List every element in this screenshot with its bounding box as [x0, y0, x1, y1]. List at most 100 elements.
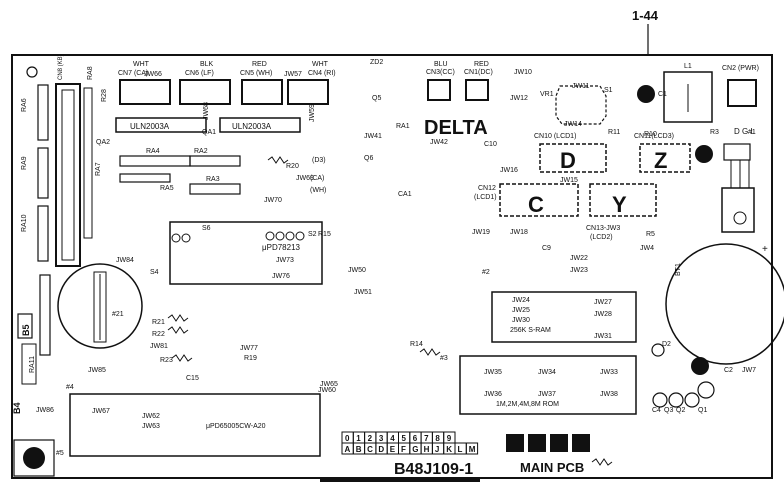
svg-text:S1: S1	[604, 87, 613, 94]
svg-text:D G L: D G L	[734, 127, 755, 136]
svg-text:R28: R28	[101, 89, 108, 102]
svg-text:(LCD2): (LCD2)	[590, 234, 613, 241]
svg-text:C2: C2	[724, 367, 733, 374]
svg-text:JW35: JW35	[484, 369, 502, 376]
svg-text:JW85: JW85	[88, 367, 106, 374]
svg-text:R14: R14	[410, 341, 423, 348]
svg-text:RA9: RA9	[21, 156, 28, 170]
svg-text:CN6 (LF): CN6 (LF)	[185, 70, 214, 77]
svg-text:RED: RED	[252, 61, 267, 68]
svg-text:JW86: JW86	[36, 407, 54, 414]
component-labels: JW66 JW57 JW68 R28 JW59 R20 JW69 JW70 JW…	[36, 59, 756, 414]
svg-text:(D3): (D3)	[312, 157, 326, 164]
capacitor-large-left	[57, 263, 143, 349]
connector-cn4: WHT CN4 (RI)	[287, 61, 336, 105]
lcd-connector-d: D CN10 (LCD1)	[534, 133, 607, 173]
grid-letter: L	[458, 445, 463, 454]
delta-logo: DELTA	[424, 117, 488, 139]
svg-text:VR1: VR1	[540, 91, 554, 98]
svg-text:B4: B4	[12, 402, 22, 414]
svg-text:JW66: JW66	[144, 71, 162, 78]
svg-text:B5: B5	[21, 324, 31, 336]
svg-text:(CA): (CA)	[310, 175, 324, 182]
svg-text:ULN2003A: ULN2003A	[130, 122, 170, 131]
svg-text:CA1: CA1	[398, 191, 412, 198]
lcd-connector-y: Y CN13-JW3 (LCD2)	[586, 183, 657, 241]
side-tag: B5 B4	[12, 313, 37, 414]
resistor-symbols	[167, 156, 613, 466]
svg-text:JW69: JW69	[296, 175, 314, 182]
svg-text:JW37: JW37	[538, 391, 556, 398]
svg-text:#3: #3	[440, 355, 448, 362]
ic-rom: 1M,2M,4M,8M ROM JW35 JW36 JW34 JW37 JW33…	[459, 355, 637, 415]
grid-letter: C	[367, 445, 373, 454]
ic-sram: 256K S-RAM JW24 JW25 JW30 JW27 JW28 JW31	[491, 291, 637, 343]
svg-text:#21: #21	[112, 311, 124, 318]
page-reference: 1-44	[632, 8, 659, 23]
svg-text:CN5 (WH): CN5 (WH)	[240, 70, 272, 77]
svg-text:JW22: JW22	[570, 255, 588, 262]
lcd-connector-z: Z CN11(LCD3)	[634, 133, 691, 173]
svg-text:(WH): (WH)	[310, 187, 326, 194]
svg-text:CN4 (RI): CN4 (RI)	[308, 70, 336, 77]
svg-text:JW59: JW59	[309, 104, 316, 122]
svg-text:WHT: WHT	[312, 61, 329, 68]
svg-text:#5: #5	[56, 450, 64, 457]
svg-text:+: +	[762, 244, 768, 255]
svg-text:R23: R23	[160, 357, 173, 364]
svg-text:S4: S4	[150, 269, 159, 276]
svg-text:JW67: JW67	[92, 408, 110, 415]
connector-cn6: BLK CN6 (LF)	[179, 61, 231, 105]
svg-text:JW23: JW23	[570, 267, 588, 274]
svg-text:R3: R3	[710, 129, 719, 136]
svg-text:RA4: RA4	[146, 148, 160, 155]
svg-text:JW63: JW63	[142, 423, 160, 430]
svg-text:JW16: JW16	[500, 167, 518, 174]
svg-text:BLK: BLK	[200, 61, 214, 68]
svg-text:(LCD1): (LCD1)	[474, 194, 497, 201]
grid-digit: 2	[368, 434, 373, 443]
grid-digit: 7	[424, 434, 429, 443]
svg-text:RA1: RA1	[396, 123, 410, 130]
inductor-l1: L1	[663, 63, 713, 123]
grid-letter: H	[424, 445, 430, 454]
svg-text:JW41: JW41	[364, 133, 382, 140]
svg-text:D: D	[560, 148, 576, 173]
svg-text:R10: R10	[644, 131, 657, 138]
grid-digit: 0	[345, 434, 350, 443]
svg-text:R22: R22	[152, 331, 165, 338]
svg-text:Q3: Q3	[664, 407, 673, 414]
svg-text:JW31: JW31	[594, 333, 612, 340]
svg-text:JW73: JW73	[276, 257, 294, 264]
svg-text:JW15: JW15	[560, 177, 578, 184]
svg-text:CN1(DC): CN1(DC)	[464, 69, 493, 76]
svg-text:C4: C4	[652, 407, 661, 414]
svg-text:CN3(CC): CN3(CC)	[426, 69, 455, 76]
svg-text:JW12: JW12	[510, 95, 528, 102]
svg-text:JW70: JW70	[264, 197, 282, 204]
svg-text:JW77: JW77	[240, 345, 258, 352]
svg-text:R11: R11	[608, 129, 620, 136]
svg-text:1M,2M,4M,8M ROM: 1M,2M,4M,8M ROM	[496, 401, 559, 408]
svg-text:C: C	[528, 192, 544, 217]
capacitor-c5	[695, 145, 713, 163]
svg-text:JW34: JW34	[538, 369, 556, 376]
grid-digit: 6	[413, 434, 418, 443]
svg-text:Q1: Q1	[698, 407, 707, 414]
connector-cn1: RED CN1(DC)	[464, 61, 493, 101]
lcd-connector-c: C CN12 (LCD1)	[474, 183, 579, 217]
svg-text:Y: Y	[612, 192, 627, 217]
ic-upd78213: μPD78213 S6 S2 JW73 JW76	[169, 221, 323, 285]
svg-text:#2: #2	[482, 269, 490, 276]
resistor-arrays-mid: RA4 RA2 RA3 RA5 RA7	[95, 148, 241, 195]
svg-text:R15: R15	[318, 231, 331, 238]
grid-letter: A	[345, 445, 351, 454]
grid-letter: G	[412, 445, 418, 454]
svg-text:JW10: JW10	[514, 69, 532, 76]
svg-text:CN8 (KB): CN8 (KB)	[58, 54, 64, 80]
regulator: D G L	[721, 127, 755, 233]
grid-letter: M	[469, 445, 476, 454]
grid-digit: 4	[390, 434, 395, 443]
